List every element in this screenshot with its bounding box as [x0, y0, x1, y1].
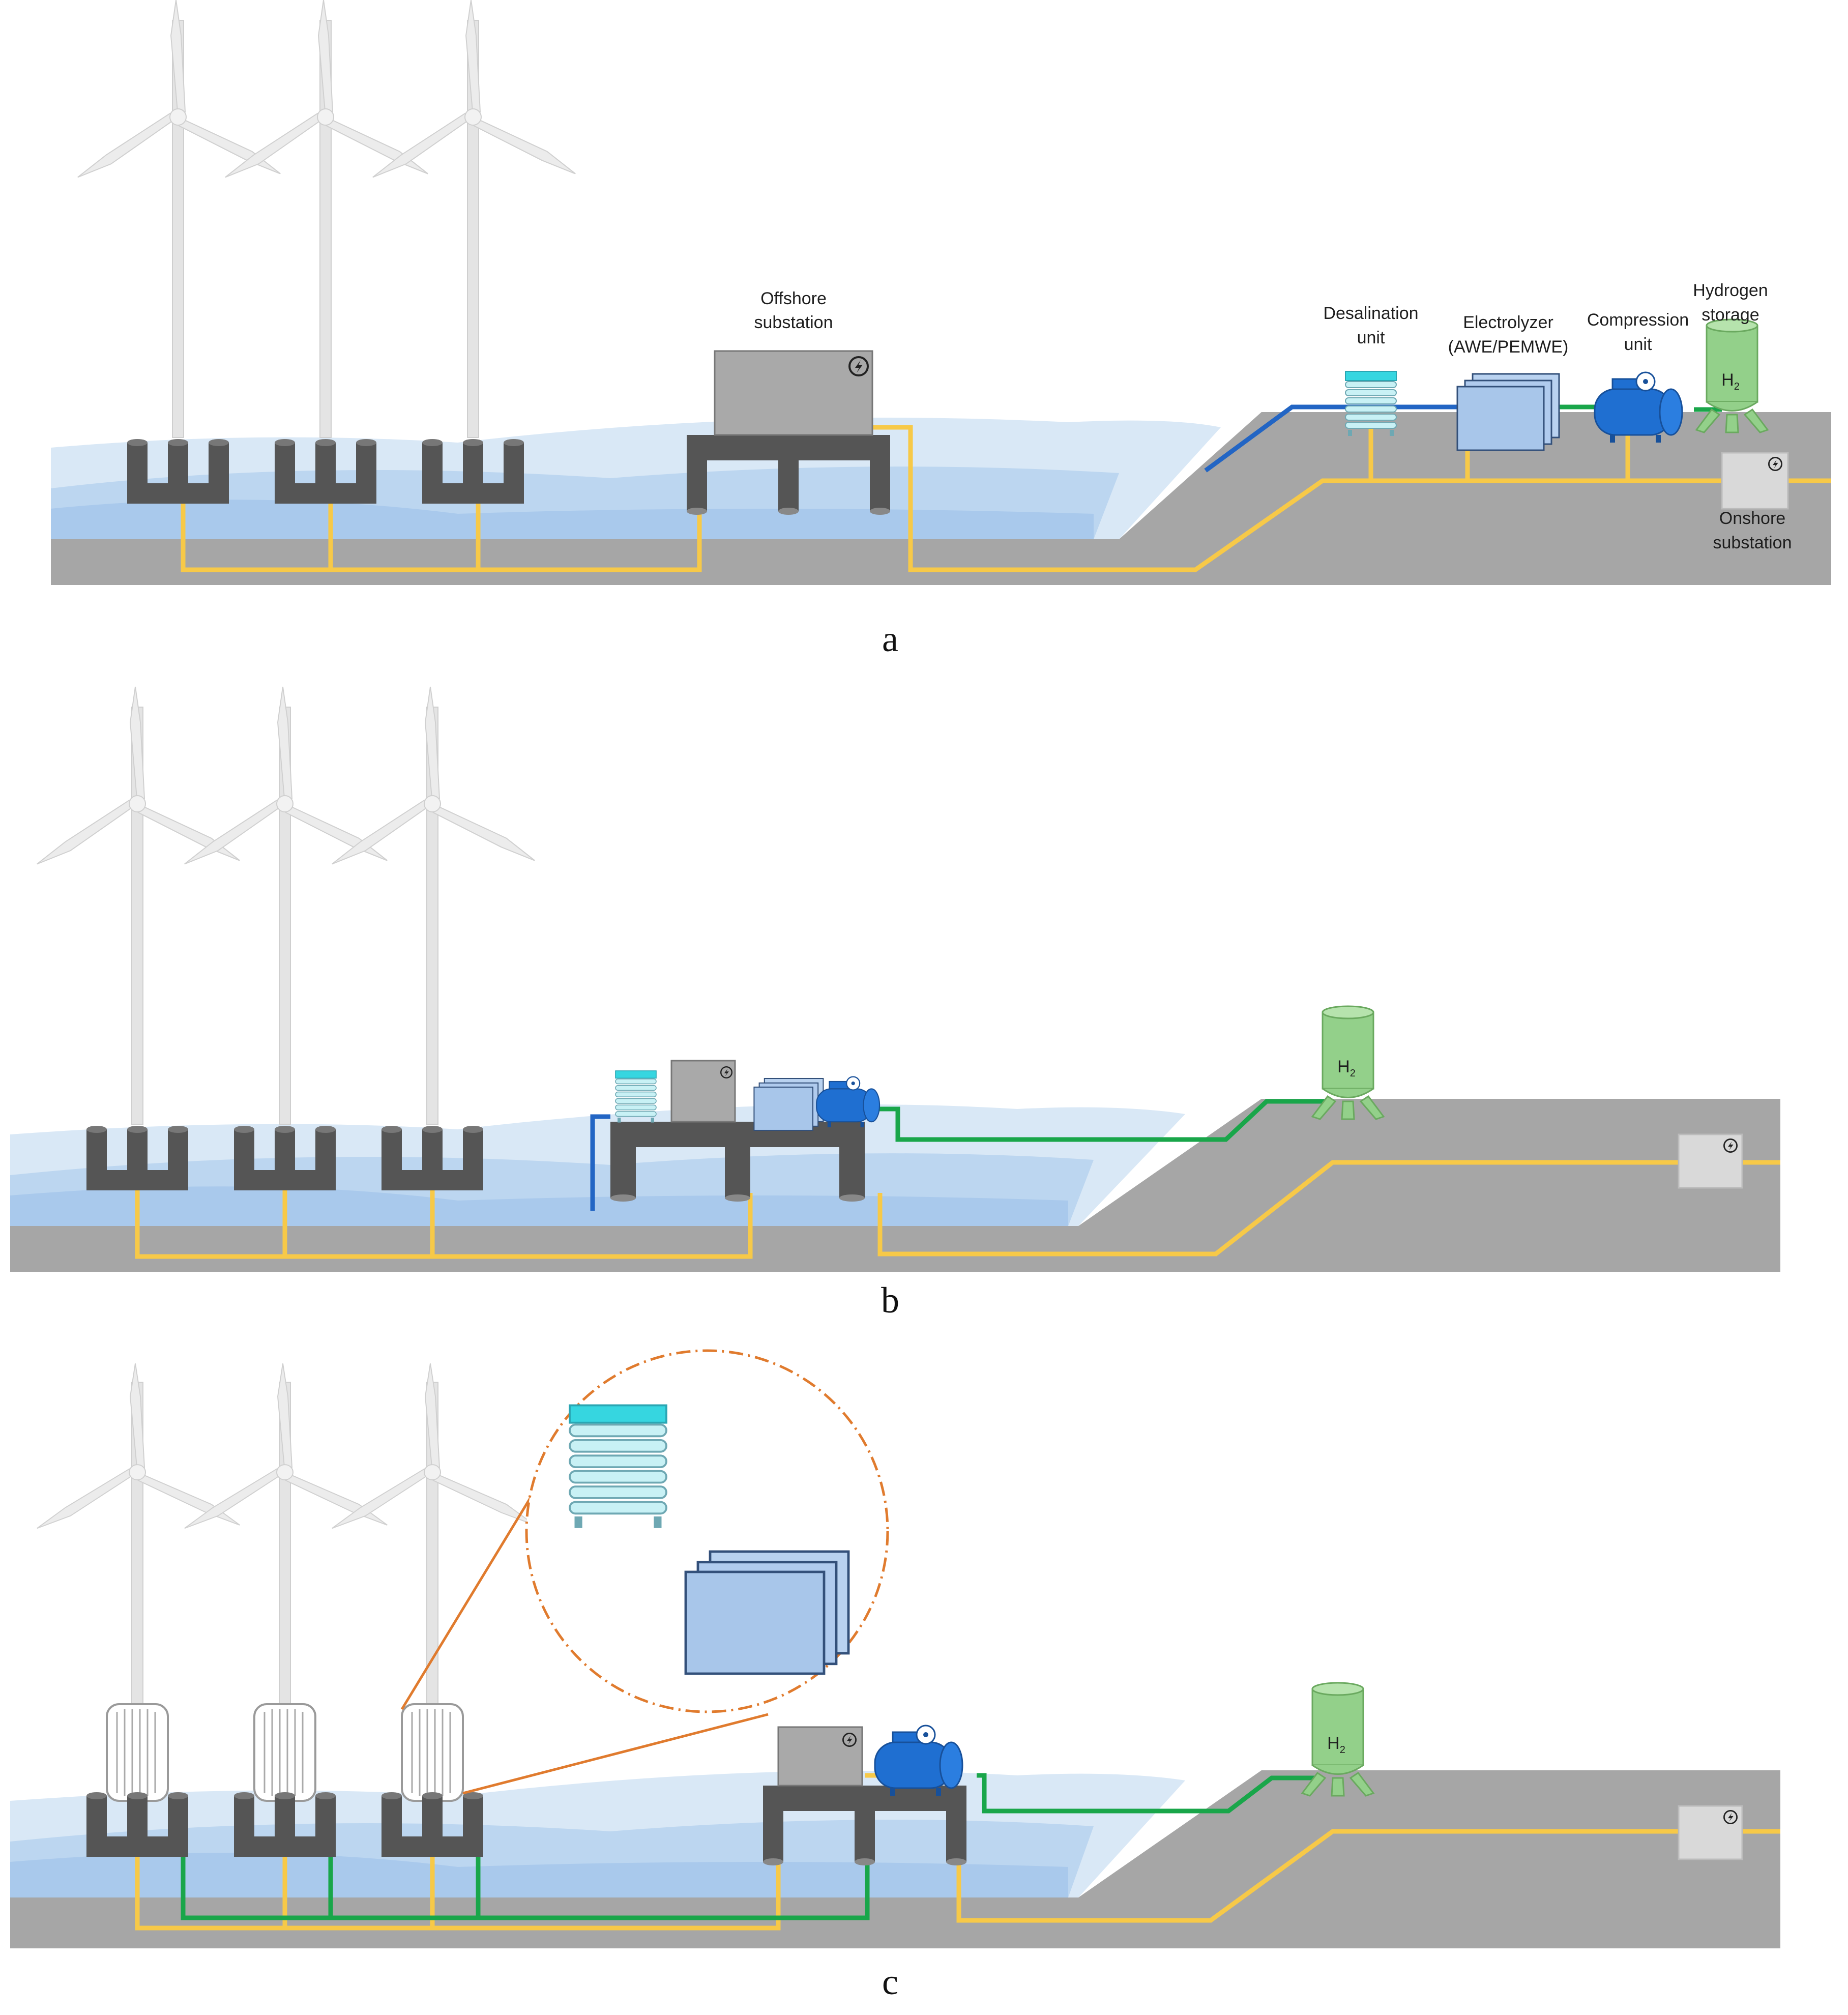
svg-text:(AWE/PEMWE): (AWE/PEMWE) — [1448, 337, 1569, 357]
wind-turbine-icon — [32, 686, 243, 1125]
electrolyzer-icon — [753, 1077, 824, 1131]
water-pipe-a — [1204, 404, 1460, 473]
desalination-unit-icon — [615, 1070, 657, 1123]
wind-turbine-icon — [327, 686, 538, 1125]
compression-label: Compression — [1587, 310, 1689, 330]
turbine-foundation — [234, 1126, 336, 1190]
svg-text:unit: unit — [1624, 335, 1652, 354]
compressor-icon — [874, 1725, 963, 1797]
power-cable-b-export — [877, 1160, 1780, 1257]
seabed-and-land-a — [51, 412, 1831, 585]
seabed-and-land-b — [10, 1099, 1780, 1272]
offshore-substation — [670, 1060, 736, 1123]
svg-text:substation: substation — [754, 313, 833, 332]
turbine-foundation — [86, 1126, 188, 1190]
power-cable-a-offshore — [181, 504, 702, 572]
electrolyzer-icon — [686, 1552, 848, 1674]
turbine-foundation — [86, 1792, 188, 1857]
caption-c: c — [882, 1962, 898, 2002]
wind-turbine-icon — [179, 686, 391, 1125]
onshore-substation-label: Onshore — [1719, 509, 1785, 528]
offshore-substation — [714, 350, 873, 436]
electrolyzer-label: Electrolyzer — [1463, 313, 1553, 332]
electrolyzer-module — [106, 1703, 169, 1802]
hydrogen-storage-label: Hydrogen — [1693, 281, 1768, 300]
onshore-substation — [1678, 1805, 1743, 1860]
caption-a: a — [882, 619, 898, 659]
svg-text:H2: H2 — [1337, 1057, 1356, 1079]
h2-pipe-c-collection — [181, 1857, 870, 1920]
turbine-foundation — [234, 1792, 336, 1857]
caption-b: b — [881, 1280, 899, 1321]
offshore-substation-label: Offshore — [760, 289, 827, 308]
offshore-substation — [777, 1726, 863, 1787]
svg-text:H2: H2 — [1721, 370, 1740, 392]
electrolyzer-icon — [1456, 373, 1560, 451]
wind-turbine-icon — [220, 0, 431, 438]
turbine-foundation — [127, 439, 229, 504]
turbine-foundation — [382, 1126, 483, 1190]
onshore-substation — [1721, 452, 1789, 510]
power-cable-b-offshore — [135, 1190, 753, 1259]
svg-text:storage: storage — [1702, 305, 1759, 325]
wind-turbine-icon — [72, 0, 284, 438]
water-pipe-b — [590, 1114, 610, 1211]
panel-c: H2 c — [10, 1349, 1780, 2002]
desalination-label: Desalination — [1323, 304, 1418, 323]
panel-a: Offshore substation Desalination unit El… — [51, 0, 1831, 659]
compressor-icon — [1594, 371, 1683, 444]
turbine-foundation — [422, 439, 524, 504]
svg-text:substation: substation — [1713, 533, 1792, 552]
h2-pipe-c-export — [977, 1773, 1317, 1814]
onshore-substation — [1678, 1133, 1743, 1189]
h2-pipe-b — [865, 1099, 1330, 1142]
turbine-foundation — [382, 1792, 483, 1857]
seabed-and-land-c — [10, 1770, 1780, 1948]
svg-text:unit: unit — [1357, 328, 1385, 347]
electrolyzer-module — [401, 1703, 464, 1802]
desalination-unit-icon — [1345, 371, 1397, 436]
compressor-icon — [816, 1076, 881, 1128]
wind-turbine-icon — [367, 0, 579, 438]
panel-b: H2 b — [10, 686, 1780, 1321]
turbine-foundation — [275, 439, 376, 504]
power-cable-a-export — [872, 425, 1831, 572]
electrolyzer-module — [253, 1703, 316, 1802]
desalination-unit-icon — [569, 1404, 667, 1529]
svg-text:H2: H2 — [1327, 1734, 1345, 1756]
